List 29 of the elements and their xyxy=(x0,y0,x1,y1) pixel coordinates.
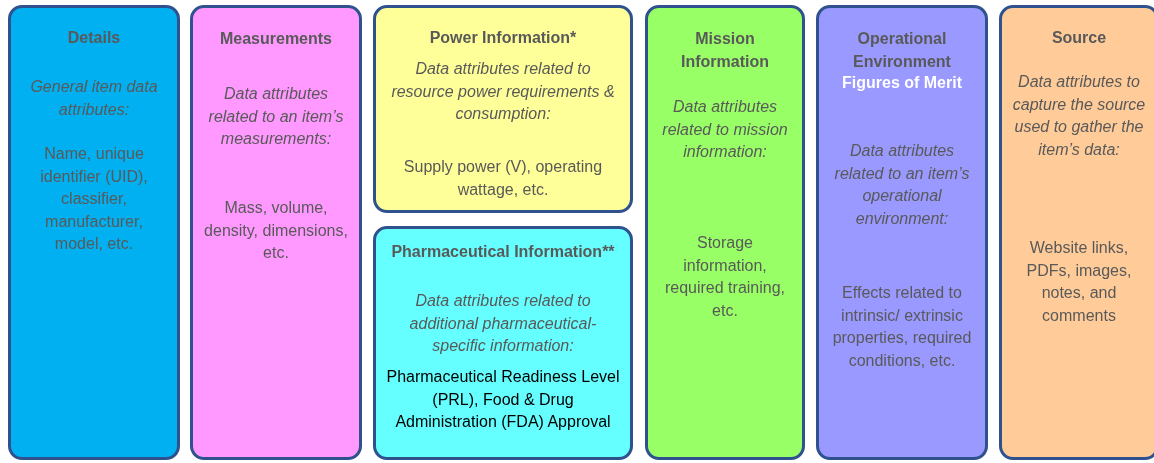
attribute-list: Name, unique identifier (UID), classifier, manufacturer, model, etc. xyxy=(21,143,167,256)
box-heading: Operational Environment xyxy=(852,29,952,72)
category-card xyxy=(645,5,805,460)
attribute-list: Storage information, required training, etc. xyxy=(658,232,792,322)
category-card xyxy=(999,5,1154,460)
attribute-list: Effects related to intrinsic/ extrinsic properties, required conditions, etc. xyxy=(829,282,975,372)
description-text: Data attributes related to mission information: xyxy=(661,97,789,162)
box-heading: Mission Information xyxy=(680,29,770,72)
attribute-list: Supply power (V), operating wattage, etc. xyxy=(386,156,620,201)
attribute-list: Website links, PDFs, images, notes, and comments xyxy=(1012,237,1146,327)
box-heading: Figures of Merit xyxy=(841,73,963,93)
description-text: Data attributes related to resource power requirements & consumption: xyxy=(390,59,616,124)
category-card xyxy=(816,5,988,460)
attribute-list: Mass, volume, density, dimensions, etc. xyxy=(203,197,349,265)
description-text: Data attributes related to an item’s operational environment: xyxy=(833,141,971,229)
box-heading: Details xyxy=(66,28,122,48)
box-heading: Source xyxy=(1050,28,1108,48)
box-heading: Power Information* xyxy=(428,28,578,48)
category-card xyxy=(373,5,633,213)
description-text: Data attributes to capture the source used to gather the item’s data: xyxy=(1012,72,1146,160)
category-card xyxy=(373,226,633,460)
box-heading: Measurements xyxy=(218,29,333,49)
description-text: Data attributes related to an item’s measurements: xyxy=(207,84,345,149)
description-text: Data attributes related to additional pharmaceutical-specific information: xyxy=(408,291,598,356)
category-card xyxy=(190,5,362,460)
box-heading: Pharmaceutical Information** xyxy=(390,242,616,262)
attribute-list: Pharmaceutical Readiness Level (PRL), Food & Drug Administration (FDA) Approval xyxy=(386,366,620,434)
description-text: General item data attributes: xyxy=(29,77,159,120)
category-card xyxy=(8,5,180,460)
